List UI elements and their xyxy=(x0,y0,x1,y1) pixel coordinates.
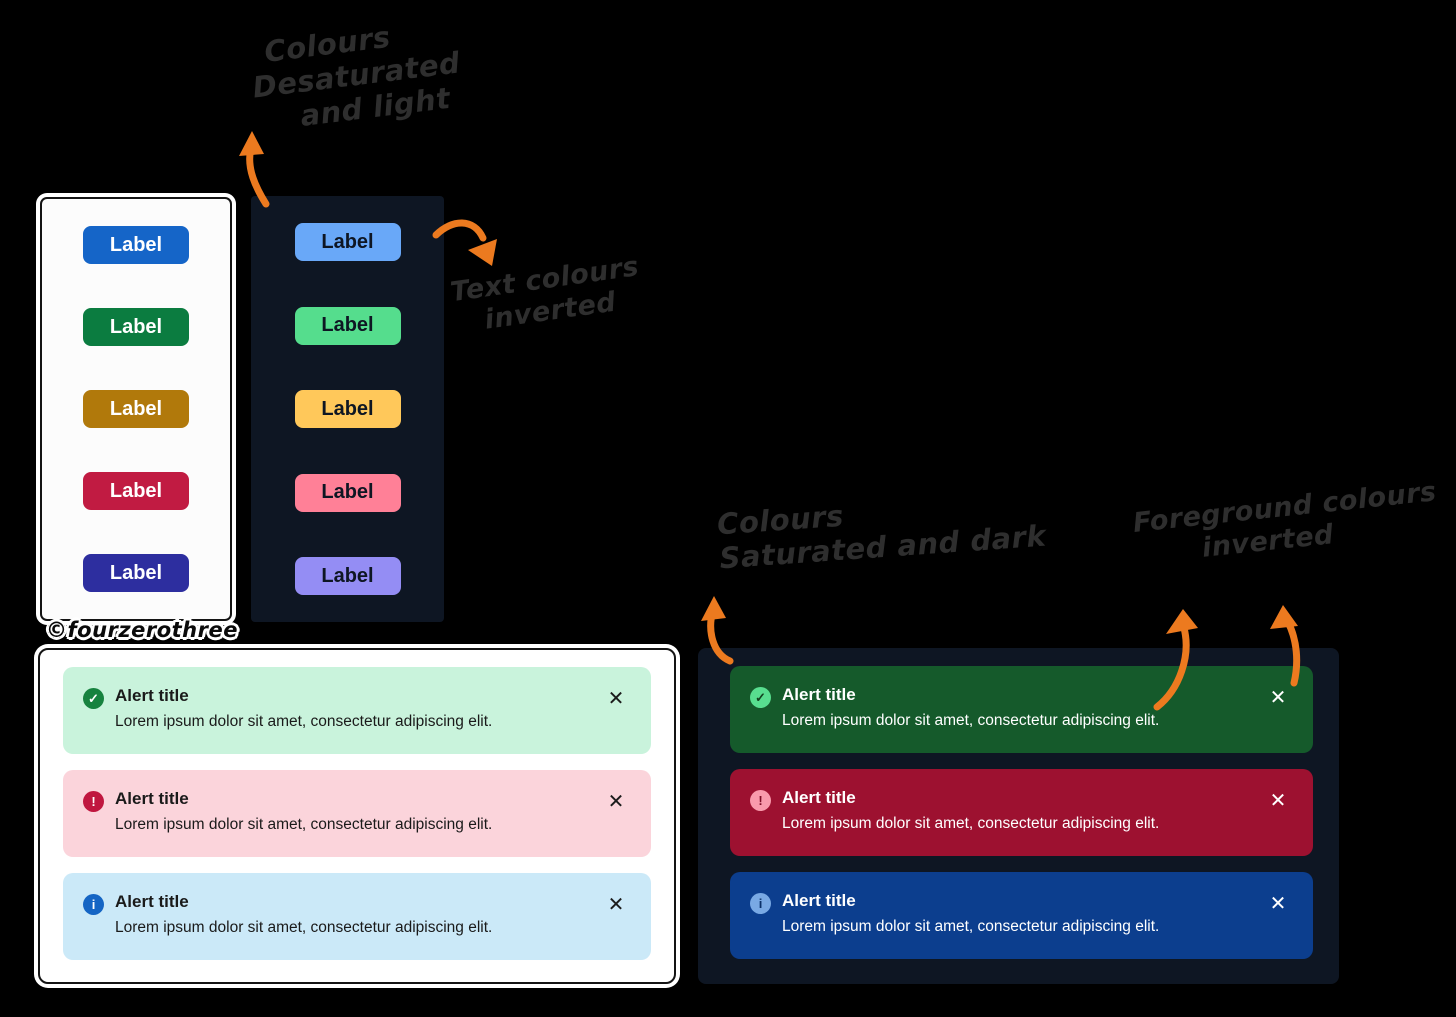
label-button-amber[interactable]: Label xyxy=(83,390,189,428)
alert-description: Lorem ipsum dolor sit amet, consectetur … xyxy=(782,918,1160,935)
alert-description: Lorem ipsum dolor sit amet, consectetur … xyxy=(782,712,1160,729)
close-icon[interactable]: ✕ xyxy=(605,789,627,813)
close-icon[interactable]: ✕ xyxy=(605,892,627,916)
info-icon: i xyxy=(83,894,104,915)
arrow-to-text-inverted-note xyxy=(432,219,497,266)
alert-title: Alert title xyxy=(782,788,856,807)
alert-success-light: ✓ Alert title Lorem ipsum dolor sit amet… xyxy=(63,667,651,754)
label-button-light-purple[interactable]: Label xyxy=(294,557,401,595)
error-exclamation-icon: ! xyxy=(750,790,771,811)
annotation-desaturated-and-light: Colours Desaturated and light xyxy=(247,12,467,139)
alert-description: Lorem ipsum dolor sit amet, consectetur … xyxy=(115,816,493,833)
annotation-saturated-and-dark: Colours Saturated and dark xyxy=(716,485,1047,576)
alert-title: Alert title xyxy=(115,892,189,911)
error-exclamation-icon: ! xyxy=(83,791,104,812)
alert-title: Alert title xyxy=(782,891,856,910)
alert-panel-dark-theme: ✓ Alert title Lorem ipsum dolor sit amet… xyxy=(698,648,1339,984)
alert-error-light: ! Alert title Lorem ipsum dolor sit amet… xyxy=(63,770,651,857)
label-button-light-green[interactable]: Label xyxy=(294,306,401,345)
success-check-icon: ✓ xyxy=(83,688,104,709)
alert-description: Lorem ipsum dolor sit amet, consectetur … xyxy=(115,919,493,936)
label-button-blue[interactable]: Label xyxy=(83,226,189,264)
alert-info-light: i Alert title Lorem ipsum dolor sit amet… xyxy=(63,873,651,960)
annotation-foreground-colours-inverted: Foreground colours inverted xyxy=(1132,476,1442,571)
alert-title: Alert title xyxy=(115,686,189,705)
alert-description: Lorem ipsum dolor sit amet, consectetur … xyxy=(115,713,493,730)
alert-panel-light-theme: ✓ Alert title Lorem ipsum dolor sit amet… xyxy=(38,648,676,984)
alert-title: Alert title xyxy=(115,789,189,808)
label-button-light-yellow[interactable]: Label xyxy=(294,390,401,428)
watermark-credit: ©fourzerothree xyxy=(46,618,238,642)
label-button-red[interactable]: Label xyxy=(83,472,189,510)
annotation-text-colours-inverted: Text colours inverted xyxy=(448,251,645,341)
label-button-pink[interactable]: Label xyxy=(294,473,401,512)
alert-title: Alert title xyxy=(782,685,856,704)
label-panel-dark-theme: Label Label Label Label Label xyxy=(251,196,444,622)
info-icon: i xyxy=(750,893,771,914)
close-icon[interactable]: ✕ xyxy=(1267,891,1289,915)
alert-info-dark: i Alert title Lorem ipsum dolor sit amet… xyxy=(730,872,1313,959)
label-button-light-blue[interactable]: Label xyxy=(294,223,401,261)
alert-success-dark: ✓ Alert title Lorem ipsum dolor sit amet… xyxy=(730,666,1313,753)
label-panel-light-theme: Label Label Label Label Label xyxy=(40,197,232,621)
close-icon[interactable]: ✕ xyxy=(605,686,627,710)
success-check-icon: ✓ xyxy=(750,687,771,708)
alert-description: Lorem ipsum dolor sit amet, consectetur … xyxy=(782,815,1160,832)
label-button-green[interactable]: Label xyxy=(83,308,189,346)
arrow-to-desaturated-note xyxy=(239,131,270,208)
label-button-indigo[interactable]: Label xyxy=(83,554,189,592)
close-icon[interactable]: ✕ xyxy=(1267,788,1289,812)
alert-error-dark: ! Alert title Lorem ipsum dolor sit amet… xyxy=(730,769,1313,856)
close-icon[interactable]: ✕ xyxy=(1267,685,1289,709)
